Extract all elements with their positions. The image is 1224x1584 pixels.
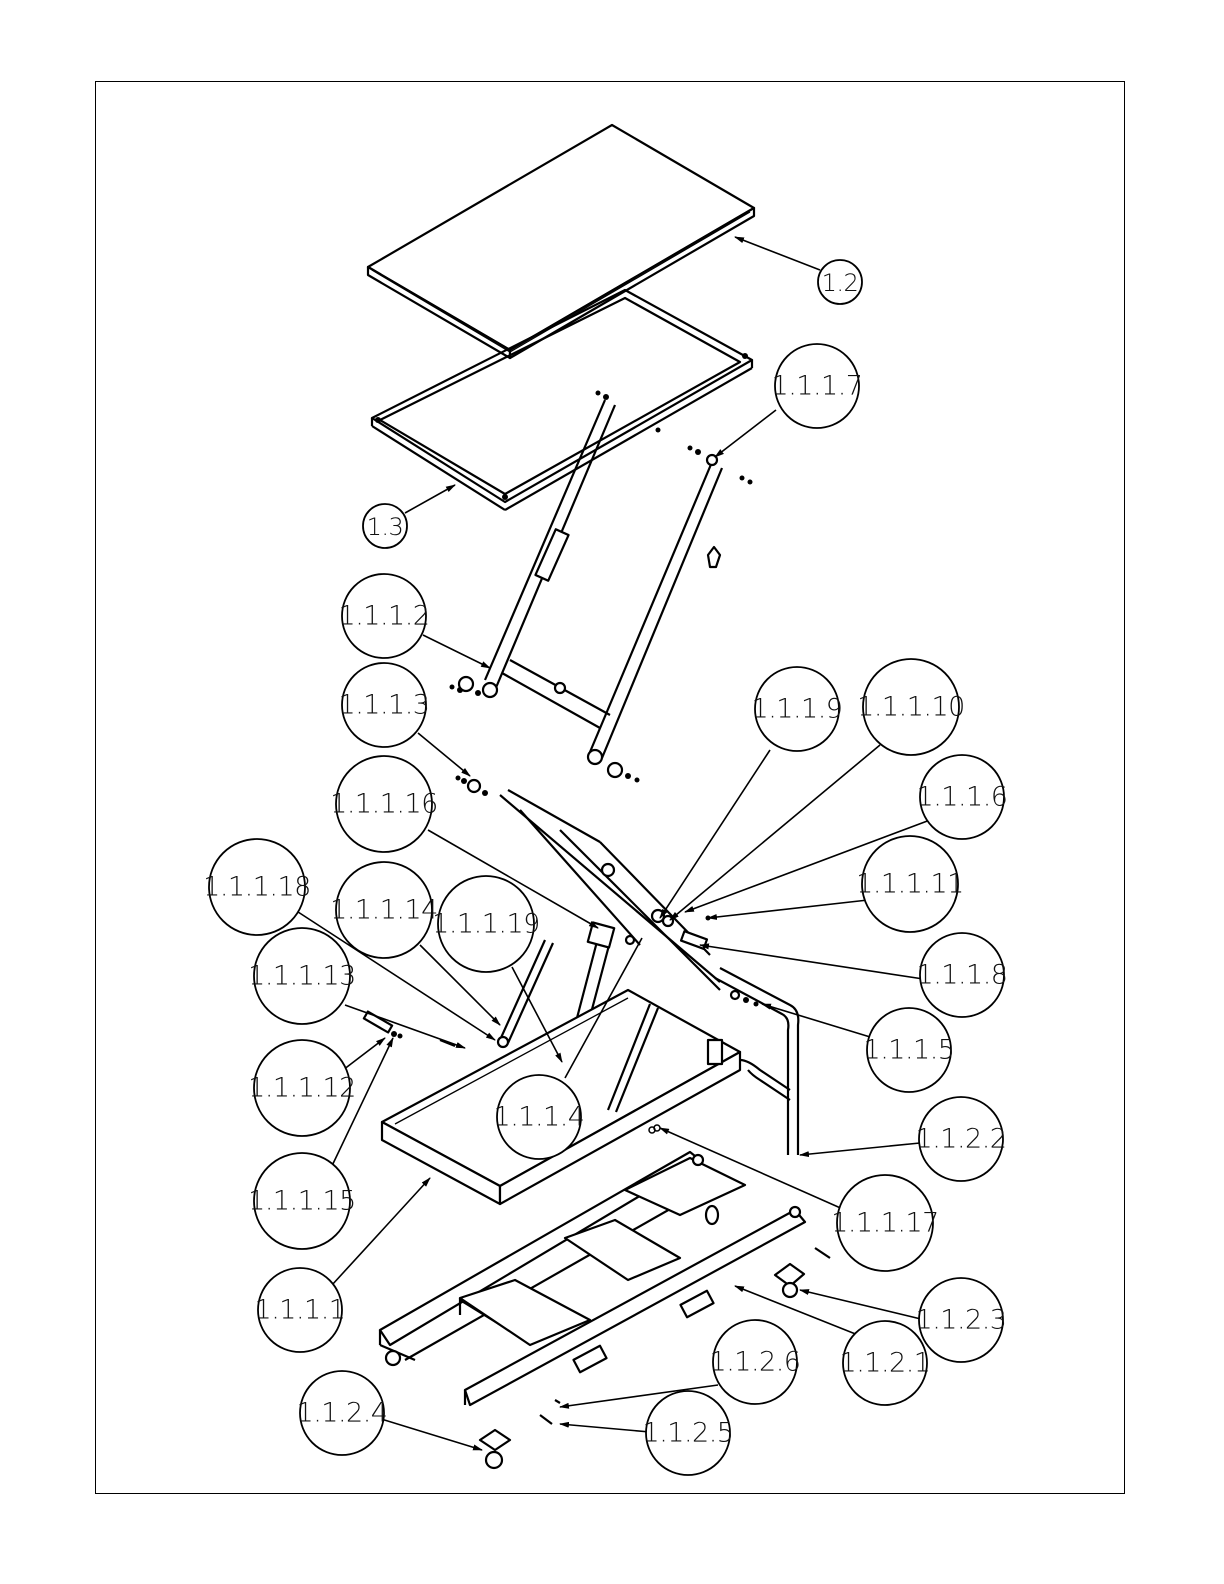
balloon-label: 1.1.1.5 — [864, 1035, 955, 1066]
balloon-label: 1.1.2.4 — [297, 1398, 388, 1429]
balloon-1-1-1-3: 1.1.1.3 — [339, 663, 430, 747]
balloon-1-1-2-6: 1.1.2.6 — [710, 1320, 801, 1404]
balloon-1-1-1-6: 1.1.1.6 — [917, 755, 1008, 839]
top-frame-part — [372, 290, 752, 510]
balloon-label: 1.1.2.5 — [643, 1418, 734, 1449]
balloon-1-3: 1.3 — [363, 504, 407, 548]
balloon-1-1-1-17: 1.1.1.17 — [831, 1175, 939, 1271]
balloon-1-1-1-10: 1.1.1.10 — [857, 659, 965, 755]
balloon-label: 1.1.1.19 — [432, 909, 540, 940]
balloon-1-1-1-5: 1.1.1.5 — [864, 1008, 955, 1092]
balloon-label: 1.1.2.6 — [710, 1347, 801, 1378]
balloon-label: 1.1.1.16 — [330, 789, 438, 820]
balloon-label: 1.1.1.12 — [248, 1073, 356, 1104]
balloon-label: 1.1.1.18 — [203, 872, 311, 903]
balloon-label: 1.1.1.7 — [772, 371, 863, 402]
balloon-1-1-1-9: 1.1.1.9 — [752, 667, 843, 751]
balloon-1-1-1-8: 1.1.1.8 — [917, 933, 1008, 1017]
balloon-1-1-1-1: 1.1.1.1 — [255, 1268, 346, 1352]
balloon-label: 1.2 — [822, 269, 859, 297]
balloon-label: 1.1.2.2 — [916, 1124, 1007, 1155]
balloon-label: 1.1.1.3 — [339, 690, 430, 721]
balloon-1-1-1-15: 1.1.1.15 — [248, 1153, 356, 1249]
balloon-1-1-2-2: 1.1.2.2 — [916, 1097, 1007, 1181]
balloon-label: 1.1.1.14 — [330, 895, 438, 926]
balloon-label: 1.1.1.15 — [248, 1186, 356, 1217]
balloon-label: 1.1.1.4 — [494, 1102, 585, 1133]
balloon-label: 1.1.1.8 — [917, 960, 1008, 991]
balloon-label: 1.1.2.3 — [916, 1305, 1007, 1336]
balloon-1-1-2-4: 1.1.2.4 — [297, 1371, 388, 1455]
balloon-label: 1.1.1.11 — [856, 869, 964, 900]
balloon-1-1-1-11: 1.1.1.11 — [856, 836, 964, 932]
balloon-label: 1.1.1.9 — [752, 694, 843, 725]
upper-scissor-arms — [450, 391, 753, 783]
balloon-1-1-1-7: 1.1.1.7 — [772, 344, 863, 428]
balloon-1-1-1-16: 1.1.1.16 — [330, 756, 438, 852]
balloon-label: 1.1.1.10 — [857, 692, 965, 723]
balloon-label: 1.1.1.2 — [339, 601, 430, 632]
balloon-label: 1.1.1.6 — [917, 782, 1008, 813]
balloon-1-1-1-19: 1.1.1.19 — [432, 876, 540, 972]
balloon-label: 1.1.2.1 — [840, 1348, 931, 1379]
balloon-1-1-1-13: 1.1.1.13 — [248, 928, 356, 1024]
balloon-1-1-2-5: 1.1.2.5 — [643, 1391, 734, 1475]
balloon-label: 1.1.1.17 — [831, 1208, 939, 1239]
balloon-1-1-1-12: 1.1.1.12 — [248, 1040, 356, 1136]
balloon-1-1-1-18: 1.1.1.18 — [203, 839, 311, 935]
balloon-1-1-1-2: 1.1.1.2 — [339, 574, 430, 658]
balloon-label: 1.1.1.1 — [255, 1295, 346, 1326]
balloon-label: 1.3 — [367, 513, 404, 541]
balloon-label: 1.1.1.13 — [248, 961, 356, 992]
balloon-1-2: 1.2 — [818, 260, 862, 304]
